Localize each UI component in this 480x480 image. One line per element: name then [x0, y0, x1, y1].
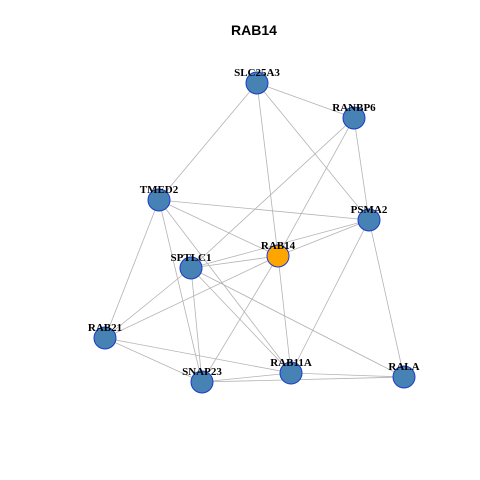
node-circle[interactable]	[179, 256, 203, 280]
edge-slc25a3-psma2	[256, 82, 370, 221]
diagram-title: RAB14	[231, 22, 277, 38]
edge-snap23-rab11a	[201, 372, 292, 383]
edge-sptlc1-rala	[190, 267, 405, 378]
edge-psma2-rala	[368, 219, 405, 378]
node-snap23[interactable]: SNAP23	[182, 366, 222, 394]
edge-snap23-rala	[201, 376, 405, 383]
edge-psma2-rab14	[277, 219, 370, 257]
node-circle[interactable]	[357, 208, 381, 232]
edges-group	[104, 82, 405, 383]
edge-rab14-sptlc1	[190, 255, 279, 269]
edge-tmed2-rab14	[158, 199, 279, 257]
node-label: RANBP6	[332, 102, 376, 114]
edge-tmed2-rab21	[104, 199, 160, 339]
node-label: RAB21	[88, 322, 122, 334]
node-circle[interactable]	[245, 71, 269, 95]
edge-tmed2-rab11a	[158, 199, 292, 374]
edge-rab21-rab11a	[104, 337, 292, 374]
node-label: TMED2	[140, 184, 179, 196]
node-tmed2[interactable]: TMED2	[140, 184, 179, 212]
nodes-group: SLC25A3RANBP6TMED2PSMA2RAB14SPTLC1RAB21R…	[88, 67, 420, 394]
edge-rab11a-rala	[290, 372, 405, 378]
node-sptlc1[interactable]: SPTLC1	[171, 252, 212, 280]
node-label: SPTLC1	[171, 252, 212, 264]
node-slc25a3[interactable]: SLC25A3	[234, 67, 280, 95]
edge-tmed2-psma2	[158, 199, 370, 221]
edge-sptlc1-rab21	[104, 267, 192, 339]
edge-psma2-rab11a	[290, 219, 370, 374]
node-rala[interactable]: RALA	[388, 361, 420, 389]
node-label: SNAP23	[182, 366, 222, 378]
node-label: RAB14	[261, 240, 296, 252]
node-circle[interactable]	[266, 244, 290, 268]
edge-rab14-rab11a	[277, 255, 292, 374]
node-circle[interactable]	[342, 106, 366, 130]
node-label: RALA	[388, 361, 419, 373]
node-circle[interactable]	[190, 370, 214, 394]
node-label: PSMA2	[351, 204, 388, 216]
edge-slc25a3-rab14	[256, 82, 279, 257]
edge-rab14-rab21	[104, 255, 279, 339]
edge-sptlc1-rab11a	[190, 267, 292, 374]
edge-slc25a3-ranbp6	[256, 82, 355, 119]
node-circle[interactable]	[392, 365, 416, 389]
node-label: RAB11A	[270, 357, 312, 369]
edge-ranbp6-rab14	[277, 117, 355, 257]
node-ranbp6[interactable]: RANBP6	[332, 102, 376, 130]
edge-psma2-sptlc1	[190, 219, 370, 269]
node-label: SLC25A3	[234, 67, 280, 79]
edge-tmed2-snap23	[158, 199, 203, 383]
node-circle[interactable]	[279, 361, 303, 385]
node-rab11a[interactable]: RAB11A	[270, 357, 312, 385]
edge-ranbp6-psma2	[353, 117, 370, 221]
edge-sptlc1-snap23	[190, 267, 203, 383]
node-rab14[interactable]: RAB14	[261, 240, 296, 268]
edge-slc25a3-tmed2	[158, 82, 258, 201]
node-circle[interactable]	[147, 188, 171, 212]
node-rab21[interactable]: RAB21	[88, 322, 122, 350]
edge-rab21-snap23	[104, 337, 203, 383]
edge-ranbp6-sptlc1	[190, 117, 355, 269]
node-circle[interactable]	[93, 326, 117, 350]
node-psma2[interactable]: PSMA2	[351, 204, 388, 232]
